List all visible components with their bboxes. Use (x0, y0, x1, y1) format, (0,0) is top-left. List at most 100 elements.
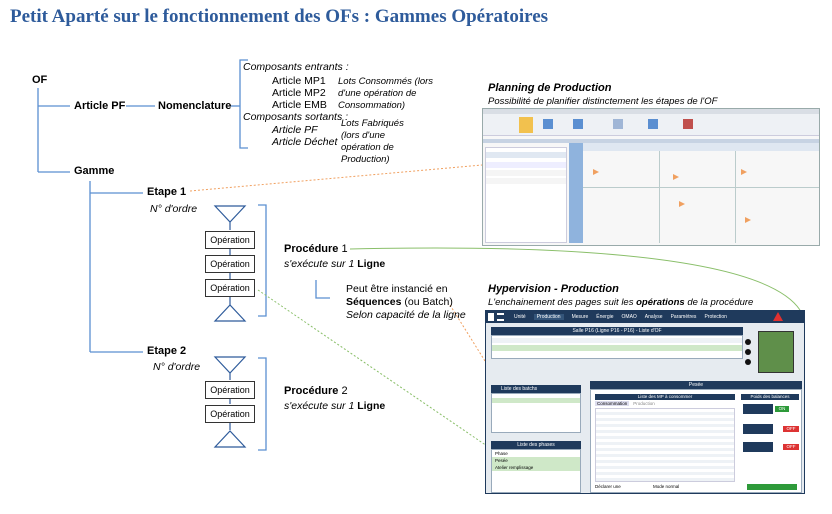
ribbon-icon (683, 119, 693, 129)
table-header-row (492, 338, 742, 343)
ribbon-icon (543, 119, 553, 129)
procedure1-num: 1 (341, 243, 348, 255)
phase-list: Phase Pesée Atelier remplissage (491, 449, 581, 493)
phase-item[interactable]: Phase (495, 451, 508, 456)
ribbon-icon (613, 119, 623, 129)
operation-box: Opération (205, 231, 255, 249)
row-divider (583, 187, 819, 188)
phase-list-header: Liste des phases (491, 441, 581, 449)
hypervision-subtitle-suffix: de la procédure (687, 297, 754, 308)
procedure2-sub: s'exécute sur 1 Ligne (284, 400, 385, 413)
validate-button[interactable] (747, 484, 797, 490)
tab-omao[interactable]: OMAO (621, 314, 637, 320)
mp-list-header: Liste des MP à consommer (595, 394, 735, 400)
procedure2-label: Procédure (284, 385, 339, 397)
hypervision-subtitle: L'enchainement des pages suit les opérat… (488, 297, 753, 309)
flowchart-icon[interactable] (758, 331, 794, 373)
hv-tabs: Unité Production Mesure Énergie OMAO Ana… (514, 314, 727, 320)
procedure2-title: Procédure 2 (284, 385, 348, 397)
nav-button-icon[interactable] (745, 359, 751, 365)
table-row-selected[interactable] (492, 345, 742, 351)
menu-icon[interactable] (497, 313, 504, 321)
gamme-label: Gamme (74, 165, 115, 177)
phase-item[interactable]: Pesée (492, 457, 580, 464)
alarm-icon[interactable] (773, 312, 783, 321)
tab-production[interactable]: Production (533, 314, 564, 320)
of-tree-panel (485, 147, 567, 243)
etape1-ordre: N° d'ordre (150, 203, 198, 215)
hypervision-title: Hypervision - Production (488, 283, 619, 295)
pesee-header: Pesée (590, 381, 802, 389)
procedure1-label: Procédure (284, 243, 339, 255)
batch-label: (ou Batch) (401, 296, 453, 308)
ribbon-icon (648, 119, 658, 129)
procedure2-sub-bold: Ligne (357, 400, 386, 412)
hypervision-subtitle-prefix: L'enchainement des pages suit les (488, 297, 634, 308)
balance-on-toggle[interactable]: ON (775, 406, 789, 412)
hypervision-screenshot: Unité Production Mesure Énergie OMAO Ana… (485, 310, 805, 494)
procedure1-sub-bold: Ligne (357, 258, 386, 270)
of-list-table (491, 335, 743, 359)
article-pf-label: Article PF (74, 100, 126, 112)
balance-readout (743, 442, 773, 452)
tab-energie[interactable]: Énergie (596, 314, 614, 320)
tree-row (486, 178, 566, 184)
balance-off-toggle[interactable]: OFF (783, 426, 799, 432)
tab-analyse[interactable]: Analyse (644, 314, 663, 320)
tree-row (486, 152, 566, 158)
tab-protection[interactable]: Protection (704, 314, 727, 320)
ribbon-icon (519, 117, 533, 133)
arrow-icon (679, 201, 685, 207)
nav-button-icon[interactable] (745, 339, 751, 345)
entrant-mp2: Article MP2 (272, 87, 326, 99)
batch-row[interactable] (492, 398, 580, 403)
instancie-line3: Selon capacité de la ligne (346, 309, 466, 321)
lane-label-left (569, 143, 583, 243)
tree-row (486, 162, 566, 168)
procedure2-num: 2 (341, 385, 348, 397)
window-titlebar (483, 109, 819, 114)
tab-consommation[interactable]: Consommation (595, 401, 630, 406)
column-divider (735, 151, 736, 243)
tab-unite[interactable]: Unité (514, 314, 526, 320)
home-icon[interactable] (488, 313, 494, 321)
balance-off-toggle[interactable]: OFF (783, 444, 799, 450)
planning-subtitle: Possibilité de planifier distinctement l… (488, 96, 718, 107)
instancie-line1: Peut être instancié en (346, 283, 448, 295)
balance-readout (743, 404, 773, 414)
procedure1-sub-prefix: s'exécute sur 1 (284, 258, 355, 270)
lots-fabriques-note: Lots Fabriqués (lors d'une opération de … (341, 118, 404, 165)
operation-box: Opération (205, 255, 255, 273)
balance-readout (743, 424, 773, 434)
nav-button-icon[interactable] (745, 349, 751, 355)
sequences-label: Séquences (346, 296, 402, 308)
arrow-icon (673, 174, 679, 180)
sortant-pf: Article PF (272, 124, 318, 136)
mp-table (595, 408, 735, 482)
page-title: Petit Aparté sur le fonctionnement des O… (10, 6, 549, 27)
entrant-mp1: Article MP1 (272, 75, 326, 87)
hv-navbar (486, 311, 804, 323)
planning-header (583, 143, 819, 151)
operation-box: Opération (205, 279, 255, 297)
mp-tabs: Consommation Production (595, 401, 655, 406)
procedure1-title: Procédure 1 (284, 243, 348, 255)
toolbar-strip (483, 139, 819, 143)
of-list-header: Salle P16 (Ligne P16 - P16) - Liste d'OF (491, 327, 743, 335)
etape1-label: Etape 1 (147, 186, 187, 198)
tree-row (486, 170, 566, 176)
pesee-panel: Liste des MP à consommer Consommation Pr… (590, 389, 802, 493)
tab-parametres[interactable]: Paramètres (670, 314, 697, 320)
phase-item[interactable]: Atelier remplissage (492, 464, 580, 471)
balances-header: Poids des balances (741, 394, 799, 400)
hypervision-subtitle-bold: opérations (636, 297, 685, 308)
ribbon-icon (573, 119, 583, 129)
entrants-title: Composants entrants : (243, 61, 349, 73)
declarer-button[interactable]: Déclarer une (595, 484, 621, 489)
operation-box: Opération (205, 381, 255, 399)
sortants-title: Composants sortants : (243, 111, 349, 123)
tab-production-sub[interactable]: Production (633, 401, 655, 406)
tab-mesure[interactable]: Mesure (571, 314, 589, 320)
nomenclature-label: Nomenclature (158, 100, 232, 112)
